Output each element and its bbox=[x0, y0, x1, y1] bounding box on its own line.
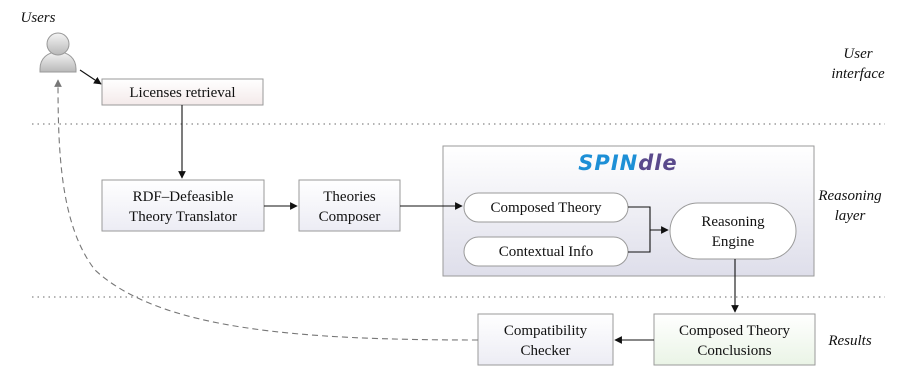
compatibility-checker-label-line2: Checker bbox=[521, 343, 571, 359]
feedback-arrow-checker-to-users bbox=[54, 79, 479, 341]
spindle-logo-prefix: SPIN bbox=[578, 151, 638, 175]
compatibility-checker-label-line1: Compatibility bbox=[504, 323, 588, 339]
rdf-translator-label-line1: RDF–Defeasible bbox=[133, 189, 234, 205]
users-label: Users bbox=[20, 10, 55, 26]
layer-label-user-interface-line2: interface bbox=[831, 66, 885, 82]
theories-composer-label-line2: Composer bbox=[319, 209, 381, 225]
reasoning-engine-label-line1: Reasoning bbox=[701, 214, 765, 230]
compatibility-checker-box: Compatibility Checker bbox=[477, 313, 614, 366]
layer-label-reasoning-line1: Reasoning bbox=[817, 188, 882, 204]
conclusions-label-line2: Conclusions bbox=[697, 343, 771, 359]
connector-composed-theory bbox=[628, 206, 651, 230]
composed-theory-conclusions-box: Composed Theory Conclusions bbox=[653, 313, 816, 366]
contextual-info-pill: Contextual Info bbox=[463, 236, 629, 267]
reasoning-engine-label-line2: Engine bbox=[712, 234, 755, 250]
conclusions-label-line1: Composed Theory bbox=[679, 323, 790, 339]
layer-label-user-interface-line1: User bbox=[843, 46, 872, 62]
composed-theory-label: Composed Theory bbox=[491, 200, 602, 216]
rdf-translator-label-line2: Theory Translator bbox=[129, 209, 237, 225]
layer-label-results: Results bbox=[827, 333, 871, 349]
person-silhouette-icon bbox=[39, 32, 77, 73]
rdf-translator-box: RDF–Defeasible Theory Translator bbox=[101, 179, 265, 232]
licenses-retrieval-label: Licenses retrieval bbox=[129, 85, 235, 101]
theories-composer-label-line1: Theories bbox=[323, 189, 376, 205]
composed-theory-pill: Composed Theory bbox=[463, 192, 629, 223]
licenses-retrieval-box: Licenses retrieval bbox=[101, 78, 264, 106]
spindle-logo: SPINdle bbox=[578, 151, 677, 175]
reasoning-engine-node: Reasoning Engine bbox=[669, 202, 797, 260]
layer-label-reasoning-line2: layer bbox=[835, 208, 866, 224]
spindle-logo-suffix: dle bbox=[638, 151, 677, 175]
theories-composer-box: Theories Composer bbox=[298, 179, 401, 232]
connector-contextual-info bbox=[628, 230, 651, 253]
arrow-users-to-licenses bbox=[79, 69, 102, 85]
contextual-info-label: Contextual Info bbox=[499, 244, 594, 260]
